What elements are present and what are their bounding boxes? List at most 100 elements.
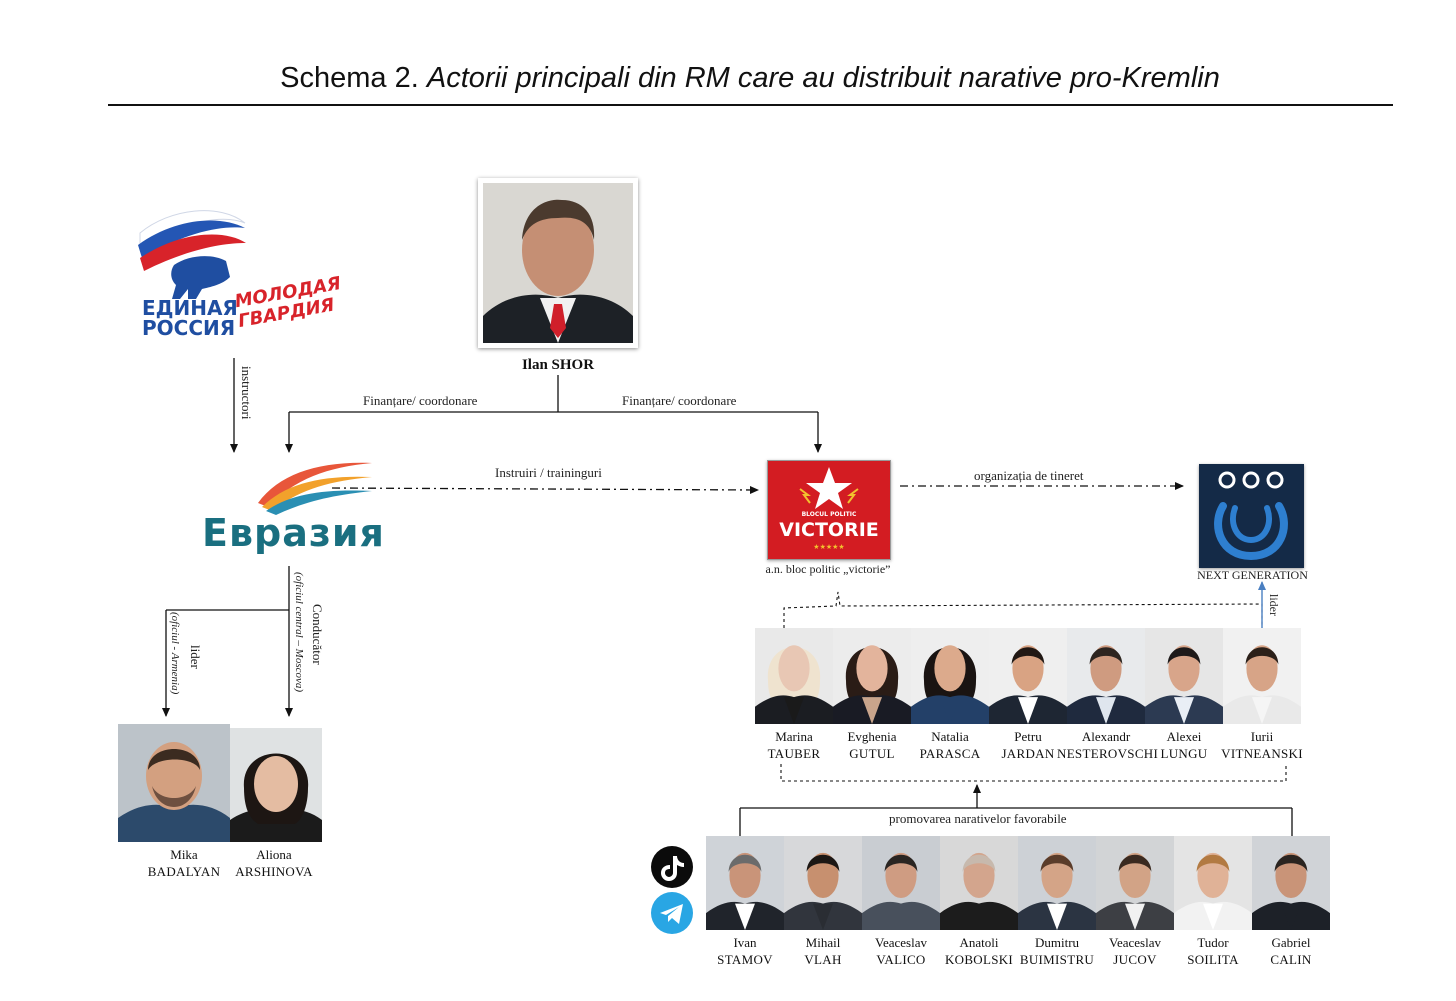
- next-generation-caption: NEXT GENERATION: [1197, 568, 1308, 582]
- portrait-icon: [862, 852, 940, 930]
- person-last: BADALYAN: [147, 864, 221, 879]
- label-lider-ng: lider: [1267, 594, 1281, 616]
- person-last: PARASCA: [919, 746, 981, 761]
- person-first: Evghenia: [847, 729, 897, 744]
- person-first: Natalia: [931, 729, 969, 744]
- title-italic: Actorii principali din RM care au distri…: [426, 62, 1220, 94]
- edge-instruiri: [331, 485, 759, 494]
- er-line1: ЕДИНАЯ: [142, 296, 238, 320]
- person-last: STAMOV: [717, 952, 773, 967]
- person-photo: [755, 628, 833, 724]
- label-instructori: instructori: [239, 366, 254, 420]
- portrait-icon: [1067, 645, 1145, 724]
- portrait-icon: [483, 183, 633, 343]
- victorie-logo: BLOCUL POLITIC VICTORIE ★★★★★: [767, 460, 891, 560]
- person-last: LUNGU: [1160, 746, 1208, 761]
- next-generation-icon: [1214, 471, 1288, 561]
- portrait-icon: [1174, 852, 1252, 930]
- person-last: SOILITA: [1187, 952, 1239, 967]
- person-last: TAUBER: [767, 746, 821, 761]
- person-first: Aliona: [256, 847, 292, 862]
- person-last: JARDAN: [1001, 746, 1055, 761]
- person-first: Alexandr: [1081, 729, 1131, 744]
- person-photo: [940, 836, 1018, 930]
- label-lider-armenia-sub: (oficiul - Armenia): [169, 612, 181, 695]
- eurasia-logo: Евразия: [200, 455, 390, 565]
- person-photo-arshinova: [230, 728, 322, 842]
- title-rule: [108, 104, 1393, 106]
- united-russia-logo: ЕДИНАЯ РОССИЯ МОЛОДАЯ ГВАРДИЯ: [130, 203, 342, 353]
- person-first: Anatoli: [959, 935, 999, 950]
- telegram-icon: [651, 892, 693, 934]
- portrait-icon: [911, 645, 989, 724]
- victorie-stars: ★★★★★: [813, 543, 845, 551]
- portrait-icon: [784, 852, 862, 930]
- person-photo-badalyan: [118, 724, 230, 842]
- person-last: JUCOV: [1113, 952, 1157, 967]
- portrait-icon: [1145, 645, 1223, 724]
- victorie-top: BLOCUL POLITIC: [801, 511, 857, 518]
- shor-photo: [478, 178, 638, 348]
- person-first: Iurii: [1250, 729, 1274, 744]
- victorie-brace: [783, 591, 1263, 628]
- eurasia-person: Aliona ARSHINOVA: [222, 846, 326, 880]
- next-generation-logo: [1199, 464, 1304, 568]
- label-tineret: organizația de tineret: [974, 468, 1084, 483]
- label-promovarea: promovarea narativelor favorabile: [889, 811, 1067, 826]
- person-last: GUTUL: [849, 746, 895, 761]
- portrait-icon: [1252, 852, 1330, 930]
- person-first: Dumitru: [1034, 935, 1080, 950]
- person-first: Ivan: [733, 935, 757, 950]
- label-instruiri: Instruiri / traininguri: [495, 465, 602, 480]
- person-photo: [833, 628, 911, 724]
- person-last: NESTEROVSCHI: [1057, 746, 1159, 761]
- victorie-caption: a.n. bloc politic „victorie”: [765, 562, 891, 576]
- eurasia-swoosh-icon: [258, 462, 372, 515]
- person-photo: [1223, 628, 1301, 724]
- portrait-icon: [1223, 645, 1301, 724]
- portrait-icon: [1096, 852, 1174, 930]
- label-finantare-left: Finanțare/ coordonare: [363, 393, 478, 408]
- label-conducator-sub: (oficiul central – Moscova): [293, 572, 305, 693]
- victorie-star-icon: [799, 467, 859, 509]
- portrait-icon: [833, 645, 911, 724]
- person-first: Mihail: [805, 935, 841, 950]
- person-first: Gabriel: [1271, 935, 1311, 950]
- person-photo: [706, 836, 784, 930]
- eurasia-wordmark: Евразия: [202, 511, 385, 555]
- portrait-icon: [940, 852, 1018, 930]
- person-photo: [989, 628, 1067, 724]
- person-last: CALIN: [1270, 952, 1312, 967]
- person-photo: [911, 628, 989, 724]
- russia-flag-swoosh-icon: [138, 210, 246, 299]
- er-line2: РОССИЯ: [142, 316, 236, 340]
- portrait-icon: [989, 645, 1067, 724]
- person-first: Marina: [775, 729, 813, 744]
- portrait-icon: [118, 742, 230, 842]
- person-photo: [784, 836, 862, 930]
- person-first: Mika: [170, 847, 198, 862]
- person-first: Petru: [1014, 729, 1042, 744]
- eurasia-person: Mika BADALYAN: [128, 846, 240, 880]
- portrait-icon: [706, 852, 784, 930]
- person-last: VALICO: [876, 952, 926, 967]
- person-last: VITNEANSKI: [1221, 746, 1303, 761]
- person-photo: [1252, 836, 1330, 930]
- person-last: ARSHINOVA: [235, 864, 313, 879]
- person-last: VLAH: [804, 952, 842, 967]
- label-conducator: Conducător: [310, 604, 325, 665]
